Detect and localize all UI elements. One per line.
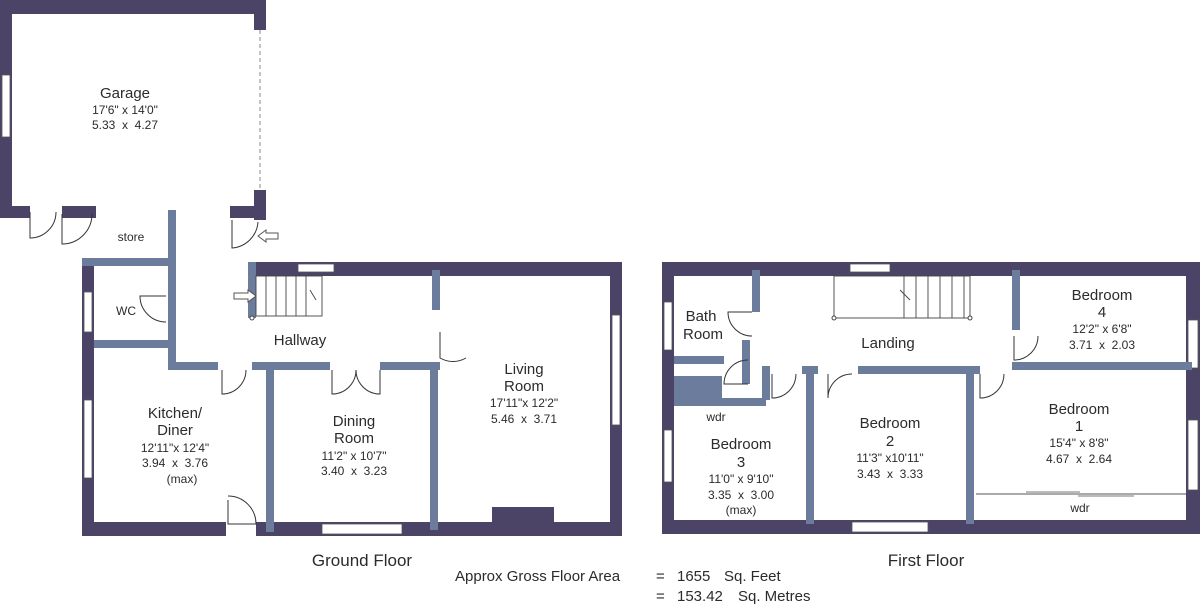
area-equals-feet: = [656, 568, 665, 585]
ground-floor-plan: Garage 17'6" x 14'0" 5.33 x 4.27 store W… [0, 0, 622, 570]
bedroom4-dim-imperial: 12'2" x 6'8" [1072, 322, 1131, 336]
bathroom-window [663, 301, 673, 351]
area-equals-metres: = [656, 588, 665, 605]
kitchen-name-line2: Diner [157, 422, 193, 439]
wc-name: WC [116, 304, 136, 318]
bedroom3-name-line1: Bedroom [711, 436, 772, 453]
area-feet-unit: Sq. Feet [724, 568, 782, 585]
bedroom4-name-line1: Bedroom [1072, 287, 1133, 304]
bedroom2-dim-metric: 3.43 x 3.33 [857, 467, 923, 481]
bedroom2-window [851, 521, 929, 533]
bedroom4-dim-metric: 3.71 x 2.03 [1069, 338, 1135, 352]
living-name-line1: Living [504, 361, 543, 378]
living-dim-imperial: 17'11"x 12'2" [490, 396, 558, 410]
bedroom3-note: (max) [726, 503, 757, 517]
garage-dim-metric: 5.33 x 4.27 [92, 118, 158, 132]
landing-window [849, 263, 891, 273]
bedroom3-dim-metric: 3.35 x 3.00 [708, 488, 774, 502]
garage-name: Garage [100, 85, 150, 102]
dining-name-line2: Room [334, 430, 374, 447]
bedroom1-name-line2: 1 [1075, 418, 1083, 435]
bathroom-name-line1: Bath [686, 308, 717, 325]
first-internal-walls [674, 270, 1192, 524]
bedroom1-dim-metric: 4.67 x 2.64 [1046, 452, 1112, 466]
first-floor-plan: Bath Room Landing Bedroom 4 12'2" x 6'8"… [662, 262, 1200, 570]
bedroom1-wardrobe: wdr [1069, 501, 1089, 515]
bedroom1-name-line1: Bedroom [1049, 401, 1110, 418]
living-name-line2: Room [504, 378, 544, 395]
area-feet-value: 1655 [677, 568, 710, 585]
bedroom1-window [1187, 419, 1199, 491]
landing-name: Landing [861, 335, 914, 352]
dining-name-line1: Dining [333, 413, 376, 430]
bedroom3-window [663, 429, 673, 483]
kitchen-dim-metric: 3.94 x 3.76 [142, 456, 208, 470]
bedroom2-name-line1: Bedroom [860, 415, 921, 432]
dining-room-window [321, 523, 403, 535]
wc-window [83, 291, 93, 333]
area-summary: Approx Gross Floor Area = 1655 Sq. Feet … [455, 568, 811, 605]
living-room-window [611, 314, 621, 426]
first-floor-title: First Floor [888, 551, 965, 570]
bedroom3-dim-imperial: 11'0" x 9'10" [709, 472, 774, 486]
bedroom2-name-line2: 2 [886, 433, 894, 450]
first-doors [723, 311, 1039, 399]
living-room-chimney [492, 507, 554, 525]
first-stairs [831, 275, 973, 321]
bedroom4-window [1187, 319, 1199, 369]
garage-window [1, 74, 11, 138]
ground-doors [29, 211, 467, 525]
kitchen-window [83, 399, 93, 479]
bedroom4-name-line2: 4 [1098, 304, 1106, 321]
hallway-window [297, 263, 335, 273]
bedroom1-dim-imperial: 15'4" x 8'8" [1049, 436, 1108, 450]
entry-arrow-icon [233, 289, 257, 303]
kitchen-note: (max) [167, 472, 198, 486]
living-dim-metric: 5.46 x 3.71 [491, 412, 557, 426]
dining-dim-imperial: 11'2" x 10'7" [322, 449, 387, 463]
garage-dim-imperial: 17'6" x 14'0" [92, 103, 158, 117]
store-name: store [118, 230, 145, 244]
ground-floor-title: Ground Floor [312, 551, 412, 570]
area-label: Approx Gross Floor Area [455, 568, 621, 585]
kitchen-name-line1: Kitchen/ [148, 405, 203, 422]
bedroom2-dim-imperial: 11'3" x10'11" [856, 451, 923, 465]
kitchen-dim-imperial: 12'11"x 12'4" [141, 441, 209, 455]
bedroom3-wardrobe: wdr [705, 410, 725, 424]
ground-stairs [249, 275, 323, 321]
area-metres-value: 153.42 [677, 588, 723, 605]
bedroom3-name-line2: 3 [737, 454, 745, 471]
bathroom-name-line2: Room [683, 326, 723, 343]
hallway-name: Hallway [274, 332, 327, 349]
garage-walls [0, 0, 266, 220]
area-metres-unit: Sq. Metres [738, 588, 811, 605]
first-wardrobes [976, 491, 1186, 497]
dining-dim-metric: 3.40 x 3.23 [321, 464, 387, 478]
ground-internal-walls [82, 210, 440, 532]
entry-arrow-icon [257, 229, 279, 243]
